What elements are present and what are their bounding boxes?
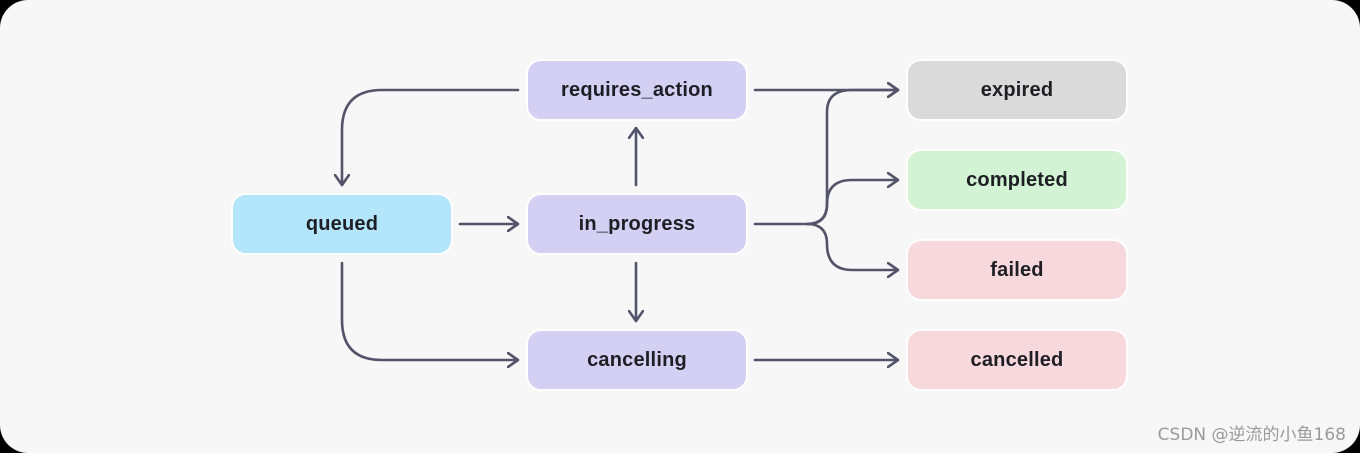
node-cancelling: cancelling: [526, 329, 748, 391]
node-requires-action: requires_action: [526, 59, 748, 121]
edge-queued-to-cancelling: [340, 261, 520, 360]
node-in-progress: in_progress: [526, 193, 748, 255]
edge-requires-action-to-queued: [342, 88, 520, 187]
edge-in-progress-to-failed: [805, 222, 900, 270]
node-cancelled: cancelled: [906, 329, 1128, 391]
node-queued: queued: [231, 193, 453, 255]
watermark: CSDN @逆流的小鱼168: [1157, 425, 1346, 445]
node-completed: completed: [906, 149, 1128, 211]
node-expired: expired: [906, 59, 1128, 121]
edge-in-progress-to-completed: [805, 180, 900, 226]
node-failed: failed: [906, 239, 1128, 301]
